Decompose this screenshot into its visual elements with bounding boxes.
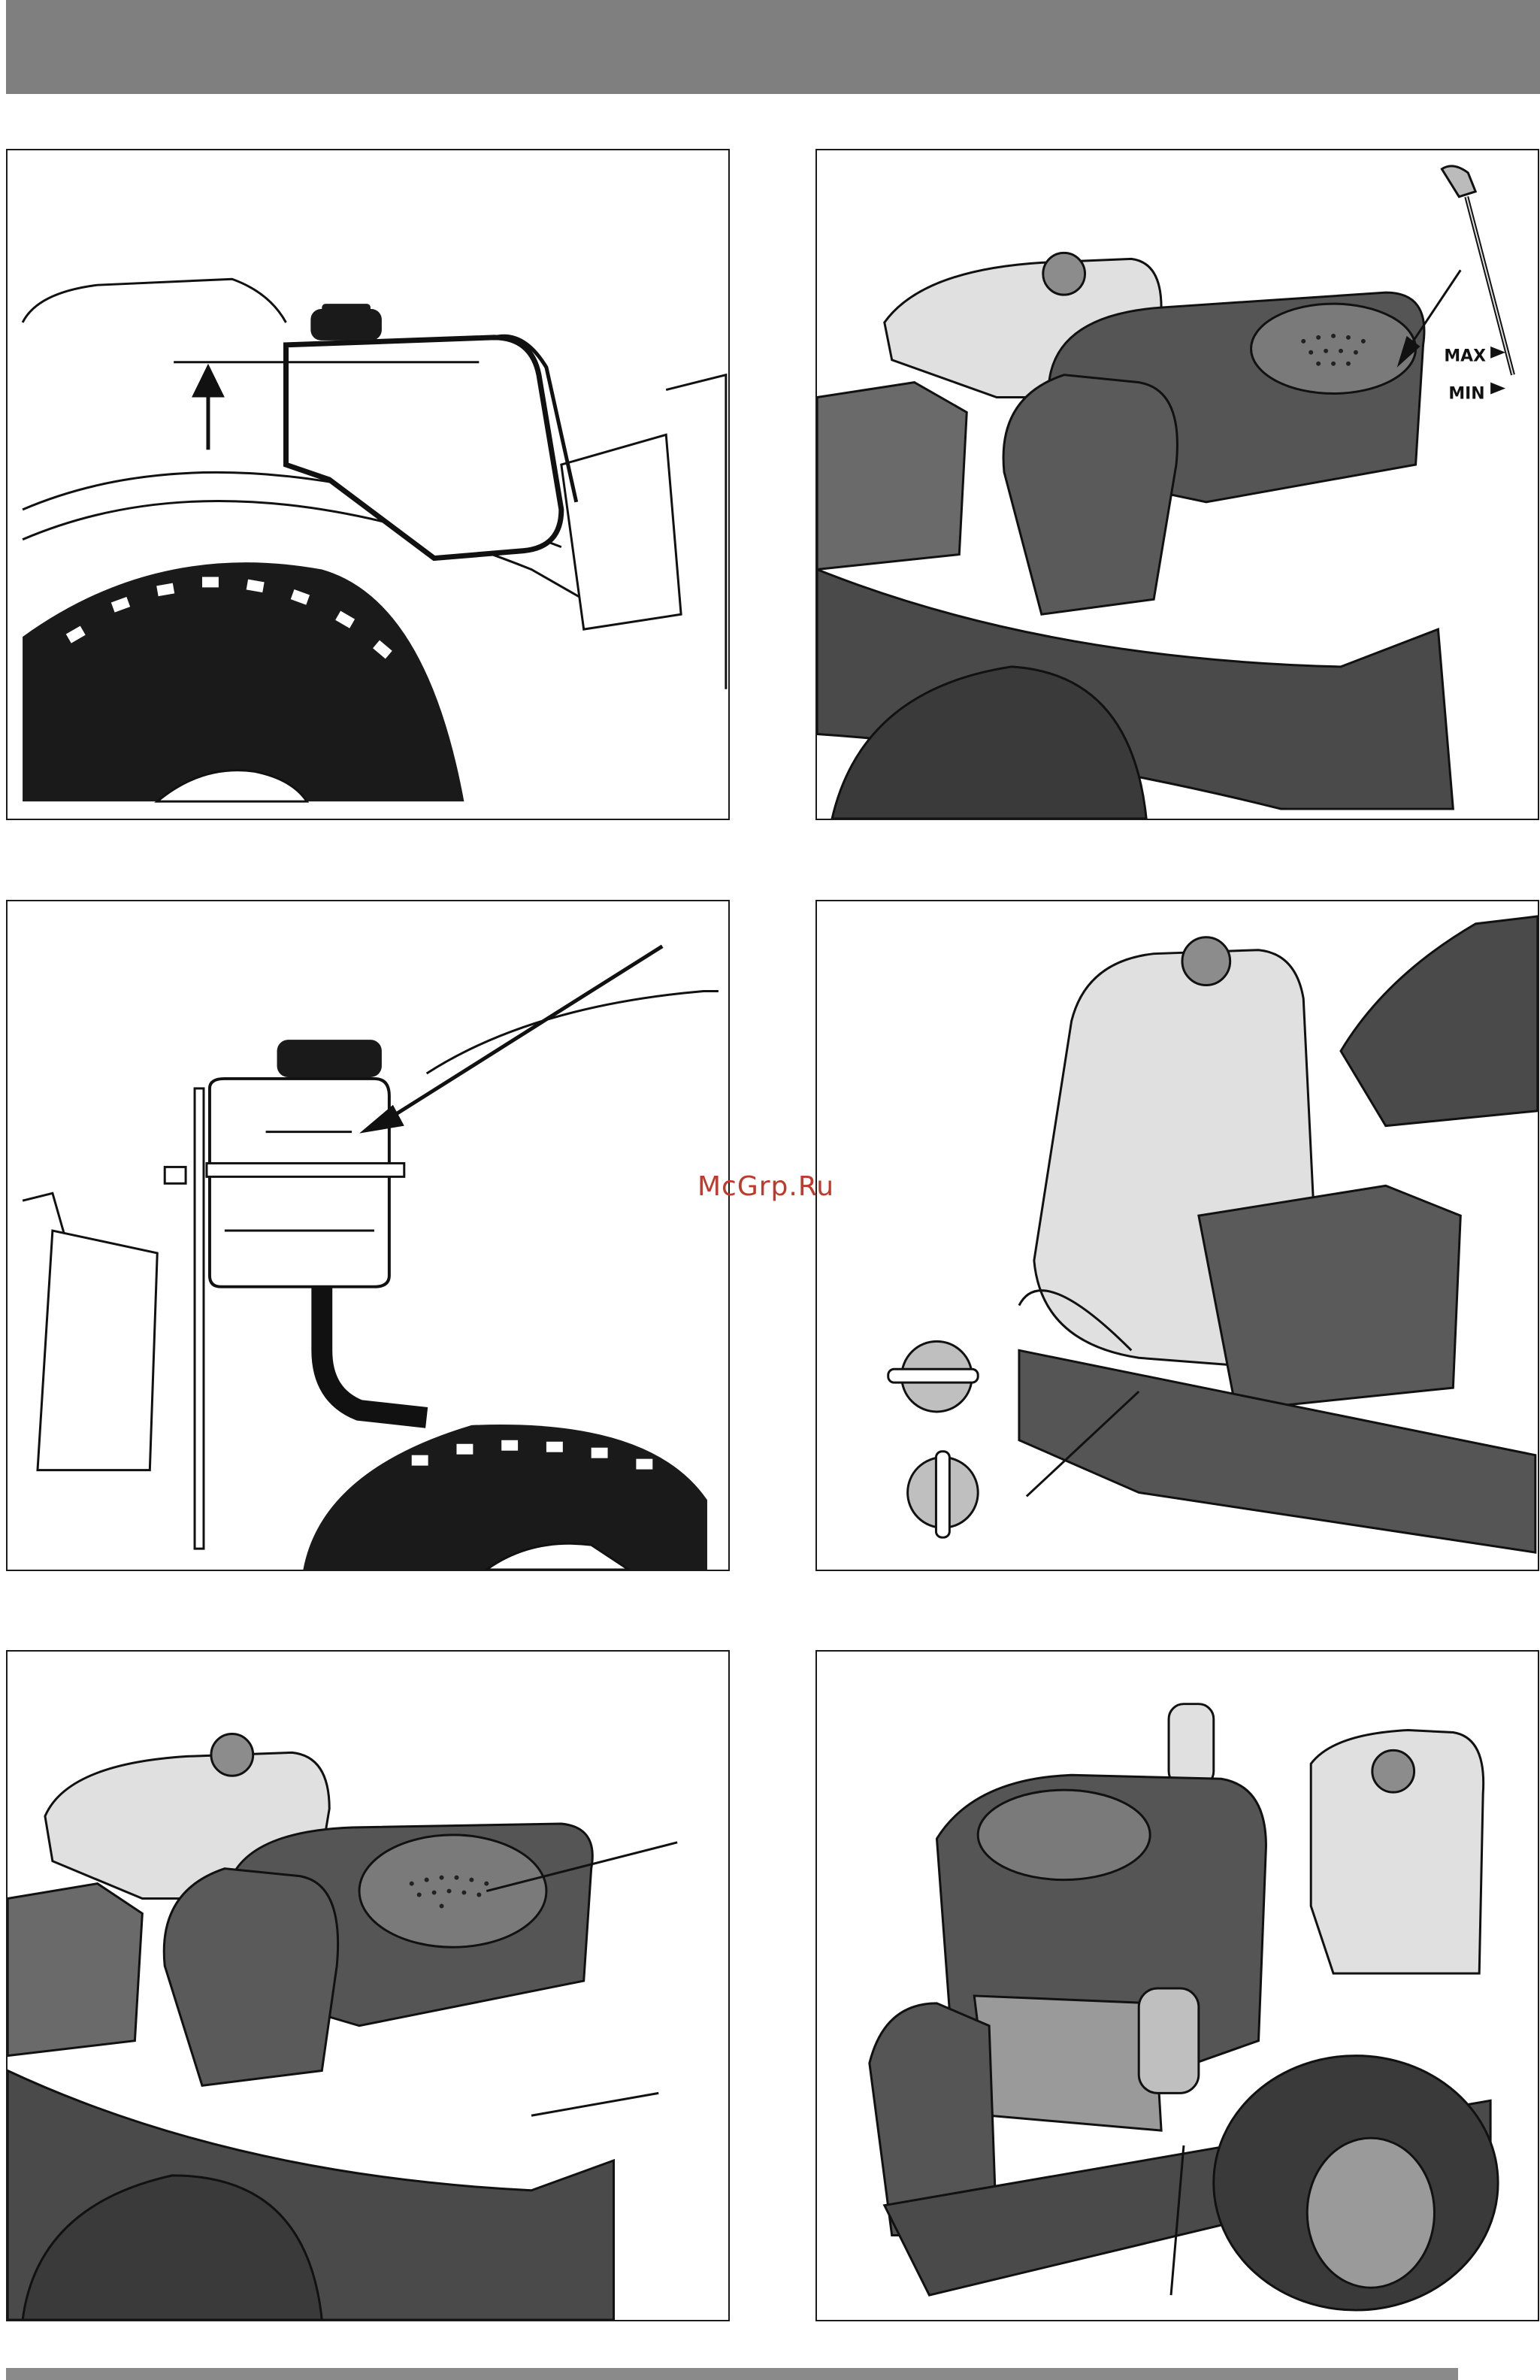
fuel-tank-level-illustration xyxy=(8,150,728,819)
engine-air-filter-illustration xyxy=(8,1652,728,2320)
figure-engine-rear-view xyxy=(815,1650,1539,2321)
figure-fuel-valve-positions xyxy=(815,900,1539,1571)
fuel-cap-icon xyxy=(211,1734,253,1776)
figure-fuel-tank-side-view xyxy=(6,900,730,1571)
figure-fuel-tank-level xyxy=(6,149,730,820)
footer-bar xyxy=(6,2368,1458,2380)
engine-rear-view-illustration xyxy=(817,1652,1538,2320)
fuel-valve-positions-illustration xyxy=(817,901,1538,1570)
fuel-cap-icon xyxy=(1043,253,1085,295)
engine-oil-dipstick-illustration: MAX MIN xyxy=(817,150,1538,819)
dipstick-min-label: MIN xyxy=(1448,385,1484,404)
dipstick-max-label: MAX xyxy=(1444,347,1486,366)
fuel-cap-icon xyxy=(1372,1750,1414,1792)
fuel-cap-icon xyxy=(1182,937,1230,986)
watermark: McGrp.Ru xyxy=(697,1171,834,1202)
fuel-cap-icon xyxy=(277,1040,382,1077)
header-bar xyxy=(6,0,1540,94)
figure-engine-oil-dipstick: MAX MIN xyxy=(815,149,1539,820)
air-filter-cover-icon xyxy=(359,1835,546,1947)
tire-icon xyxy=(23,562,464,801)
figure-engine-air-filter xyxy=(6,1650,730,2321)
fuel-tank-side-view-illustration xyxy=(8,901,728,1570)
dipstick-icon xyxy=(1442,166,1475,197)
